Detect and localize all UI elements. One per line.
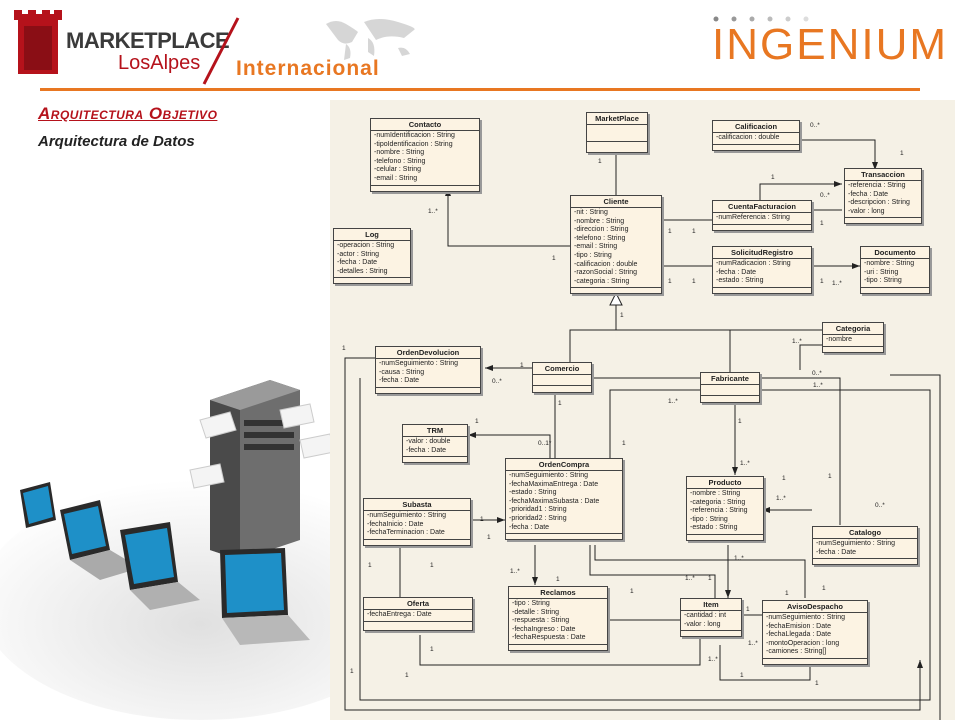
brand-line1: MARKETPLACE <box>66 28 230 53</box>
multiplicity-label: 1 <box>771 174 775 181</box>
header-divider <box>40 88 920 91</box>
multiplicity-label: 1 <box>350 668 354 675</box>
multiplicity-label: 1..* <box>776 495 786 502</box>
class-reclamos: Reclamos -tipo : String-detalle : String… <box>508 586 608 651</box>
marketplace-logo-icon <box>14 10 62 74</box>
class-cuentafacturacion: CuentaFacturacion -numReferencia : Strin… <box>712 200 812 231</box>
multiplicity-label: 1 <box>558 400 562 407</box>
multiplicity-label: 1..* <box>428 208 438 215</box>
multiplicity-label: 1..* <box>668 398 678 405</box>
class-oferta: Oferta -fechaEntrega : Date <box>363 597 473 631</box>
multiplicity-label: 1 <box>746 606 750 613</box>
multiplicity-label: 1 <box>430 562 434 569</box>
multiplicity-label: 1..* <box>813 382 823 389</box>
class-calificacion: Calificacion -calificacion : double <box>712 120 800 151</box>
multiplicity-label: 1 <box>668 278 672 285</box>
class-trm: TRM -valor : double-fecha : Date <box>402 424 468 464</box>
multiplicity-label: 0..* <box>810 122 820 129</box>
multiplicity-label: 1 <box>630 588 634 595</box>
class-ordencompra: OrdenCompra -numSeguimiento : String-fec… <box>505 458 623 541</box>
multiplicity-label: 1 <box>405 672 409 679</box>
multiplicity-label: 0..* <box>875 502 885 509</box>
class-contacto: Contacto -numIdentificacion : String-tip… <box>370 118 480 192</box>
multiplicity-label: 1 <box>828 473 832 480</box>
class-avisodespacho: AvisoDespacho -numSeguimiento : String-f… <box>762 600 868 665</box>
multiplicity-label: 1 <box>556 576 560 583</box>
multiplicity-label: 1 <box>622 440 626 447</box>
uml-class-diagram: Contacto -numIdentificacion : String-tip… <box>330 100 955 720</box>
multiplicity-label: 0..* <box>812 370 822 377</box>
server-laptops-illustration <box>0 380 420 720</box>
multiplicity-label: 1 <box>692 278 696 285</box>
class-catalogo: Catalogo -numSeguimiento : String-fecha … <box>812 526 918 566</box>
multiplicity-label: 1 <box>552 255 556 262</box>
class-subasta: Subasta -numSeguimiento : String-fechaIn… <box>363 498 471 546</box>
multiplicity-label: 1..* <box>708 656 718 663</box>
multiplicity-label: 1 <box>342 345 346 352</box>
class-ordendevolucion: OrdenDevolucion -numSeguimiento : String… <box>375 346 481 394</box>
class-comercio: Comercio <box>532 362 592 393</box>
multiplicity-label: 1 <box>815 680 819 687</box>
class-producto: Producto -nombre : String-categoria : St… <box>686 476 764 541</box>
multiplicity-label: 1..* <box>792 338 802 345</box>
header: MARKETPLACE LosAlpes Internacional INGEN… <box>0 0 960 92</box>
multiplicity-label: 1 <box>820 220 824 227</box>
multiplicity-label: 0..* <box>820 192 830 199</box>
multiplicity-label: 1..* <box>832 280 842 287</box>
multiplicity-label: 1 <box>740 672 744 679</box>
brand-line2: LosAlpes <box>118 52 201 74</box>
multiplicity-label: 1 <box>820 278 824 285</box>
association-lines <box>344 139 941 720</box>
multiplicity-label: 1..* <box>734 555 744 562</box>
multiplicity-label: 1 <box>668 228 672 235</box>
class-marketplace: MarketPlace <box>586 112 648 153</box>
page-subtitle: Arquitectura de Datos <box>38 133 195 150</box>
ingenium-dots-icon <box>713 16 809 22</box>
multiplicity-label: 1 <box>738 418 742 425</box>
multiplicity-label: 1 <box>430 646 434 653</box>
multiplicity-label: 1 <box>475 418 479 425</box>
multiplicity-label: 0..* <box>492 378 502 385</box>
class-solicitudregistro: SolicitudRegistro -numRadicacion : Strin… <box>712 246 812 294</box>
class-item: Item -cantidad : int-valor : long <box>680 598 742 638</box>
slash-divider-icon <box>202 17 240 85</box>
multiplicity-label: 1 <box>708 575 712 582</box>
multiplicity-label: 0..1* <box>538 440 552 447</box>
page-title: Arquitectura Objetivo <box>38 104 218 123</box>
multiplicity-label: 1..* <box>510 568 520 575</box>
class-transaccion: Transaccion -referencia : String-fecha :… <box>844 168 922 225</box>
class-fabricante: Fabricante <box>700 372 760 403</box>
multiplicity-label: 1..* <box>685 575 695 582</box>
multiplicity-label: 1 <box>900 150 904 157</box>
multiplicity-label: 1 <box>822 585 826 592</box>
multiplicity-label: 1 <box>785 590 789 597</box>
multiplicity-label: 1 <box>692 228 696 235</box>
class-categoria: Categoria -nombre <box>822 322 884 353</box>
class-log: Log -operacion : String-actor : String -… <box>333 228 411 285</box>
internacional-label: Internacional <box>236 57 380 80</box>
multiplicity-label: 1 <box>620 312 624 319</box>
ingenium-logo: INGENIUM <box>712 20 948 69</box>
multiplicity-label: 1..* <box>748 640 758 647</box>
world-map-icon <box>318 12 418 64</box>
multiplicity-label: 1 <box>480 516 484 523</box>
multiplicity-label: 1 <box>487 534 491 541</box>
multiplicity-label: 1 <box>598 158 602 165</box>
multiplicity-label: 1..* <box>740 460 750 467</box>
multiplicity-label: 1 <box>520 362 524 369</box>
class-documento: Documento -nombre : String-uri : String … <box>860 246 930 294</box>
multiplicity-label: 1 <box>782 475 786 482</box>
multiplicity-label: 1 <box>368 562 372 569</box>
class-cliente: Cliente -nit : String-nombre : String -d… <box>570 195 662 295</box>
